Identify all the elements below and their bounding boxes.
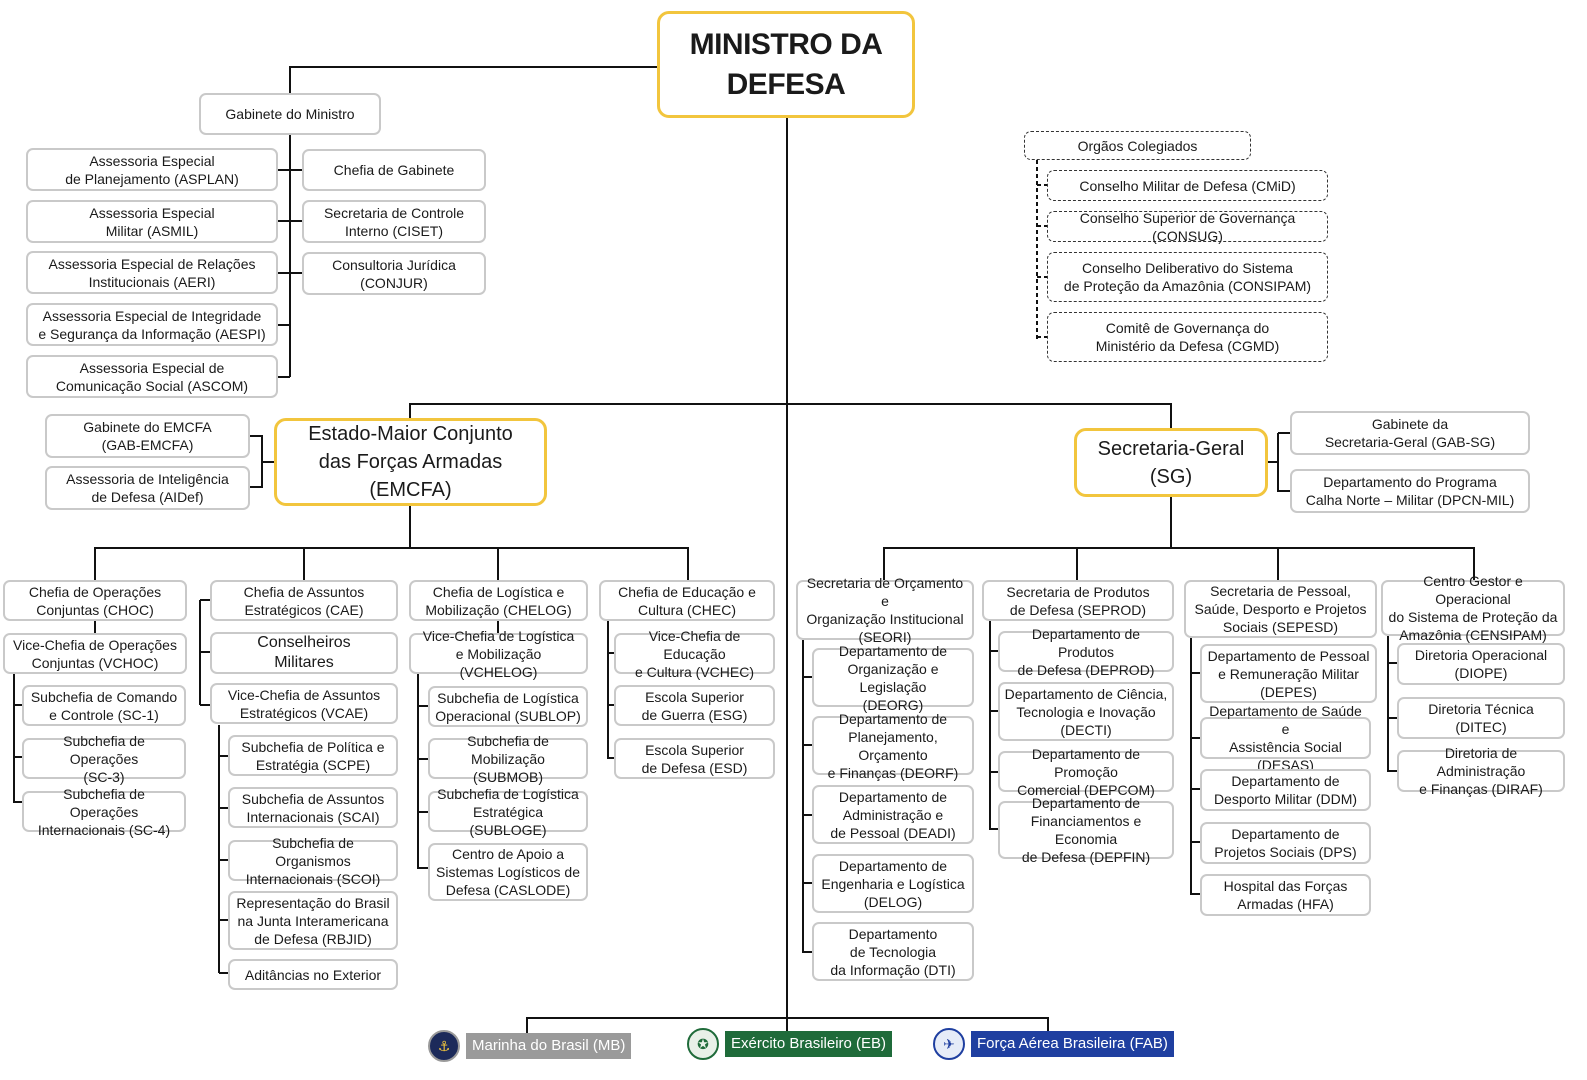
advisor-ascom: Assessoria Especial de Comunicação Socia…: [26, 355, 278, 398]
gabinete-ministro: Gabinete do Ministro: [199, 93, 381, 135]
deadi: Departamento de Administração e de Pesso…: [812, 785, 974, 844]
hfa: Hospital das Forças Armadas (HFA): [1200, 874, 1371, 916]
dpcn-mil: Departamento do Programa Calha Norte – M…: [1290, 469, 1530, 513]
colegiado-cgmd: Comitê de Governança do Ministério da De…: [1047, 312, 1328, 362]
vcae: Vice-Chefia de Assuntos Estratégicos (VC…: [210, 683, 398, 724]
depcom: Departamento de Promoção Comercial (DEPC…: [998, 746, 1174, 798]
colegiado-cmid: Conselho Militar de Defesa (CMiD): [1047, 170, 1328, 201]
dps: Departamento de Projetos Sociais (DPS): [1200, 822, 1371, 864]
deorg: Departamento de Organização e Legislação…: [812, 643, 974, 713]
chefia-gabinete: Chefia de Gabinete: [302, 149, 486, 191]
force-marinha: ⚓ Marinha do Brasil (MB): [428, 1030, 632, 1062]
advisor-aeri: Assessoria Especial de Relações Instituc…: [26, 251, 278, 294]
seprod: Secretaria de Produtos de Defesa (SEPROD…: [982, 580, 1174, 621]
vchelog: Vice-Chefia de Logística e Mobilização (…: [409, 628, 588, 680]
advisor-asplan: Assessoria Especial de Planejamento (ASP…: [26, 148, 278, 191]
diope: Diretoria Operacional (DIOPE): [1397, 643, 1565, 685]
aidef: Assessoria de Inteligência de Defesa (AI…: [45, 466, 250, 510]
airforce-seal-icon: ✈: [933, 1028, 965, 1060]
decti: Departamento de Ciência, Tecnologia e In…: [998, 682, 1174, 741]
colegiado-consipam: Conselho Deliberativo do Sistema de Prot…: [1047, 252, 1328, 302]
depfin: Departamento de Financiamentos e Economi…: [998, 795, 1174, 865]
sc1: Subchefia de Comando e Controle (SC-1): [22, 685, 186, 726]
chelog: Chefia de Logística e Mobilização (CHELO…: [409, 580, 588, 621]
force-exercito-label: Exército Brasileiro (EB): [725, 1031, 893, 1057]
sc4: Subchefia de Operações Internacionais (S…: [22, 786, 186, 838]
force-fab: ✈ Força Aérea Brasileira (FAB): [933, 1028, 1174, 1060]
colegiado-consug: Conselho Superior de Governança (CONSUG): [1047, 210, 1328, 244]
sepesd: Secretaria de Pessoal, Saúde, Desporto e…: [1184, 580, 1377, 638]
army-seal-icon: ✪: [687, 1028, 719, 1060]
esg: Escola Superior de Guerra (ESG): [614, 685, 775, 726]
conselheiros-militares: Conselheiros Militares: [210, 632, 398, 674]
scai: Subchefia de Assuntos Internacionais (SC…: [228, 787, 398, 828]
scoi: Subchefia de Organismos Internacionais (…: [228, 835, 398, 887]
delog: Departamento de Engenharia e Logística (…: [812, 854, 974, 913]
conjur: Consultoria Jurídica (CONJUR): [302, 252, 486, 295]
force-marinha-label: Marinha do Brasil (MB): [466, 1033, 632, 1059]
ddm: Departamento de Desporto Militar (DDM): [1200, 769, 1371, 811]
sc3: Subchefia de Operações (SC-3): [22, 733, 186, 785]
ciset: Secretaria de Controle Interno (CISET): [302, 200, 486, 243]
colegiados-title: Orgãos Colegiados: [1024, 131, 1251, 160]
force-exercito: ✪ Exército Brasileiro (EB): [687, 1028, 893, 1060]
deprod: Departamento de Produtos de Defesa (DEPR…: [998, 626, 1174, 678]
minister-box: MINISTRO DA DEFESA: [657, 11, 915, 118]
diraf: Diretoria de Administração e Finanças (D…: [1397, 745, 1565, 797]
scpe: Subchefia de Política e Estratégia (SCPE…: [228, 735, 398, 776]
vchec: Vice-Chefia de Educação e Cultura (VCHEC…: [614, 628, 775, 680]
submob: Subchefia de Mobilização (SUBMOB): [428, 733, 588, 785]
deorf: Departamento de Planejamento, Orçamento …: [812, 711, 974, 781]
caslode: Centro de Apoio a Sistemas Logísticos de…: [428, 843, 588, 901]
sg-box: Secretaria-Geral (SG): [1074, 428, 1268, 497]
ditec: Diretoria Técnica (DITEC): [1397, 697, 1565, 739]
seori: Secretaria de Orçamento e Organização In…: [796, 575, 974, 645]
cae: Chefia de Assuntos Estratégicos (CAE): [210, 580, 398, 621]
choc: Chefia de Operações Conjuntas (CHOC): [3, 580, 187, 621]
censipam: Centro Gestor e Operacional do Sistema d…: [1381, 573, 1565, 643]
esd: Escola Superior de Defesa (ESD): [614, 738, 775, 779]
advisor-aespi: Assessoria Especial de Integridade e Seg…: [26, 303, 278, 346]
gab-sg: Gabinete da Secretaria-Geral (GAB-SG): [1290, 411, 1530, 455]
emcfa-box: Estado-Maior Conjunto das Forças Armadas…: [274, 418, 547, 506]
gab-emcfa: Gabinete do EMCFA (GAB-EMCFA): [45, 414, 250, 458]
vchoc: Vice-Chefia de Operações Conjuntas (VCHO…: [3, 633, 187, 674]
aditancias: Aditâncias no Exterior: [228, 959, 398, 990]
anchor-seal-icon: ⚓: [428, 1030, 460, 1062]
subloge: Subchefia de Logística Estratégica (SUBL…: [428, 786, 588, 838]
dti: Departamento de Tecnologia da Informação…: [812, 922, 974, 981]
force-fab-label: Força Aérea Brasileira (FAB): [971, 1031, 1174, 1057]
advisor-asmil: Assessoria Especial Militar (ASMIL): [26, 200, 278, 243]
sublop: Subchefia de Logística Operacional (SUBL…: [428, 686, 588, 727]
rbjid: Representação do Brasil na Junta Interam…: [228, 891, 398, 950]
depes: Departamento de Pessoal e Remuneração Mi…: [1200, 644, 1377, 703]
chec: Chefia de Educação e Cultura (CHEC): [599, 580, 775, 621]
desas: Departamento de Saúde e Assistência Soci…: [1200, 703, 1371, 773]
